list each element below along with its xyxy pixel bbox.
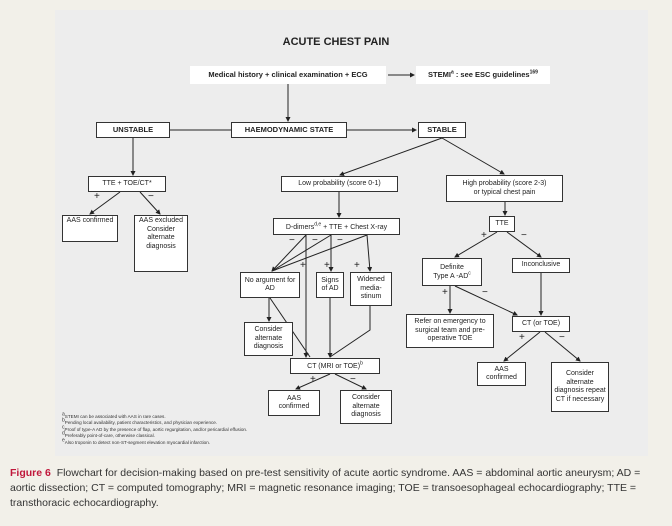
plus-sign: + bbox=[310, 374, 316, 385]
node-history: Medical history + clinical examination +… bbox=[190, 66, 386, 84]
footnote-text: Preferably point-of-care, otherwise clas… bbox=[64, 433, 155, 439]
footnote: eAlso troponin to detect non-ST-segment … bbox=[62, 437, 247, 446]
footnote-mark: d,e bbox=[314, 221, 322, 228]
stemi-text: STEMI bbox=[428, 70, 451, 79]
plus-sign: + bbox=[354, 260, 360, 271]
node-ct-mri-toe: CT (MRI or TOE)b bbox=[290, 358, 380, 374]
footnote-mark: b bbox=[360, 360, 363, 367]
node-stemi: STEMIa : see ESC guidelines169 bbox=[416, 66, 550, 84]
footnote-text: STEMI can be associated with AAS in rare… bbox=[64, 414, 166, 419]
footnote-text: Pending local availability, patient char… bbox=[64, 420, 218, 426]
footnote-mark: c bbox=[468, 270, 471, 277]
node-tte: TTE bbox=[489, 216, 515, 232]
minus-sign: − bbox=[350, 374, 356, 385]
minus-sign: − bbox=[559, 332, 565, 343]
figure-label: Figure 6 bbox=[10, 467, 51, 479]
footnote: dPreferably point-of-care, otherwise cla… bbox=[62, 430, 247, 439]
footnote-mark: e bbox=[62, 437, 65, 444]
minus-sign: − bbox=[148, 191, 154, 202]
node-high-probability: High probability (score 2-3)or typical c… bbox=[446, 175, 563, 202]
minus-sign: − bbox=[521, 230, 527, 241]
plus-sign: + bbox=[94, 191, 100, 202]
high-prob-line2: or typical chest pain bbox=[473, 188, 536, 196]
footnote: cProof of type-A AD by the presence of f… bbox=[62, 424, 248, 433]
node-haemodynamic-state: HAEMODYNAMIC STATE bbox=[231, 122, 347, 138]
node-ddimers: D-dimersd,e + TTE + Chest X-ray bbox=[273, 218, 400, 235]
minus-sign: − bbox=[337, 235, 343, 246]
plus-sign: + bbox=[324, 260, 330, 271]
node-refer-emergency: Refer on emergency to surgical team and … bbox=[406, 314, 494, 348]
caption-text: Flowchart for decision-making based on p… bbox=[10, 467, 641, 509]
aas-excluded-text: AAS excluded bbox=[139, 217, 183, 224]
node-no-argument: No argument for AD bbox=[240, 272, 300, 298]
footnote: aSTEMI can be associated with AAS in rar… bbox=[62, 411, 247, 420]
ddimers-text: D-dimers bbox=[285, 224, 315, 231]
node-low-probability: Low probability (score 0-1) bbox=[281, 176, 398, 192]
footnote-mark: d bbox=[62, 430, 65, 437]
high-prob-line1: High probability (score 2-3) bbox=[462, 180, 547, 187]
reference-mark: 169 bbox=[529, 69, 538, 76]
node-tte-toe-ct: TTE + TOE/CT* bbox=[88, 176, 166, 192]
footnote-mark: c bbox=[62, 424, 65, 431]
definite-line1: Definite bbox=[440, 264, 464, 271]
footnote-mark: a bbox=[62, 411, 65, 418]
node-aas-confirmed-bottom: AAS confirmed bbox=[268, 390, 320, 416]
node-consider-alt-left: Consider alternate diagnosis bbox=[244, 322, 293, 356]
footnote-text: Also troponin to detect non-ST-segment e… bbox=[64, 439, 211, 445]
stemi-rest: : see ESC guidelines bbox=[453, 70, 530, 79]
node-inconclusive: Inconclusive bbox=[512, 258, 570, 273]
minus-sign: − bbox=[289, 235, 295, 246]
minus-sign: − bbox=[312, 235, 318, 246]
ddimers-rest: + TTE + Chest X-ray bbox=[321, 224, 388, 231]
figure-caption: Figure 6 Flowchart for decision-making b… bbox=[10, 466, 662, 511]
node-widened-mediastinum: Widened media-stinum bbox=[350, 272, 392, 306]
node-consider-alt-bottom: Consider alternate diagnosis bbox=[340, 390, 392, 424]
definite-line2: Type A -AD bbox=[433, 273, 469, 280]
consider-alt-text: Consider alternate diagnosis bbox=[146, 225, 176, 250]
footnote-text: Proof of type-A AD by the presence of fl… bbox=[64, 426, 248, 432]
node-unstable: UNSTABLE bbox=[96, 122, 170, 138]
plus-sign: + bbox=[519, 332, 525, 343]
footnote-mark: b bbox=[62, 417, 65, 424]
plus-sign: + bbox=[300, 260, 306, 271]
plus-sign: + bbox=[442, 287, 448, 298]
ct-mri-text: CT (MRI or TOE) bbox=[307, 363, 361, 370]
node-aas-confirmed-right: AAS confirmed bbox=[477, 362, 526, 386]
node-consider-repeat-ct: Consider alternate diagnosis repeat CT i… bbox=[551, 362, 609, 412]
node-signs-of-ad: Signs of AD bbox=[316, 272, 344, 298]
diagram-title: ACUTE CHEST PAIN bbox=[282, 36, 390, 48]
node-aas-confirmed-unstable: AAS confirmed bbox=[62, 215, 118, 242]
footnote: bPending local availability, patient cha… bbox=[62, 417, 247, 426]
plus-sign: + bbox=[481, 230, 487, 241]
node-ct-or-toe: CT (or TOE) bbox=[512, 316, 570, 332]
node-stable: STABLE bbox=[418, 122, 466, 138]
footnote-mark: a bbox=[450, 69, 454, 76]
footnotes: aSTEMI can be associated with AAS in rar… bbox=[62, 411, 248, 446]
minus-sign: − bbox=[482, 287, 488, 298]
